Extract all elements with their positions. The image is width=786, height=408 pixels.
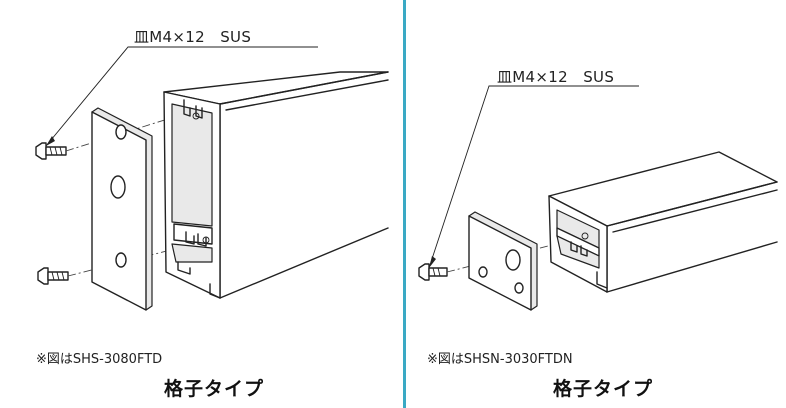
left-drawing	[35, 46, 389, 311]
left-screw-callout: 皿M4×12 SUS	[134, 28, 252, 46]
right-screw-callout: 皿M4×12 SUS	[497, 68, 615, 86]
left-profile	[163, 71, 389, 299]
right-panel: 皿M4×12 SUS ※図はSHSN-3030FTDN 格子タイプ	[407, 0, 786, 408]
right-caption: 格子タイプ	[553, 378, 654, 400]
left-caption: 格子タイプ	[164, 378, 265, 400]
right-callout-leader	[428, 85, 639, 269]
panel-divider	[403, 0, 406, 408]
left-end-plate	[91, 107, 153, 311]
left-screw-top	[35, 142, 67, 160]
left-model-note: ※図はSHS-3080FTD	[36, 352, 163, 367]
left-panel: 皿M4×12 SUS ※図はSHS-3080FTD 格子タイプ	[35, 28, 389, 400]
right-screw	[418, 263, 448, 281]
right-profile	[548, 151, 778, 293]
right-model-note: ※図はSHSN-3030FTDN	[427, 352, 573, 367]
left-callout-leader	[45, 46, 318, 147]
left-screw-bottom	[37, 267, 69, 285]
right-end-plate	[468, 211, 538, 311]
right-drawing	[418, 85, 778, 311]
